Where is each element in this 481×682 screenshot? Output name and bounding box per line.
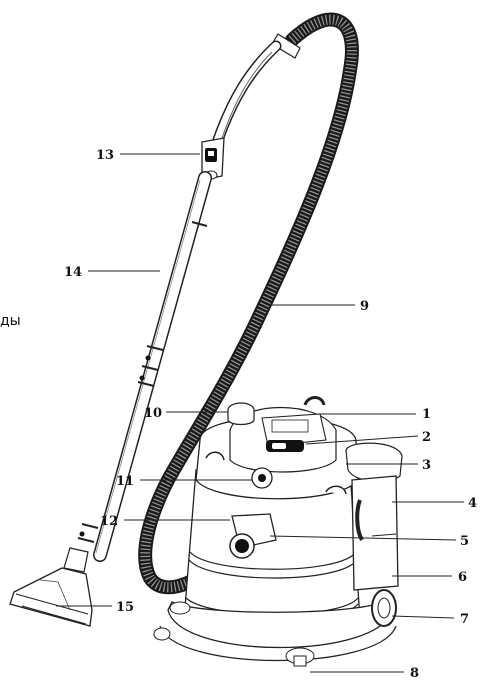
tank (153, 396, 403, 667)
label-7: 7 (460, 612, 469, 627)
label-13: 13 (96, 148, 114, 163)
curved-wand (212, 40, 282, 146)
label-4: 4 (468, 496, 477, 511)
label-15: 15 (116, 600, 134, 615)
label-5: 5 (460, 534, 469, 549)
label-10: 10 (144, 406, 162, 421)
hose (138, 12, 359, 595)
label-11: 11 (116, 474, 134, 489)
label-9: 9 (360, 299, 369, 314)
upholstery-nozzle (9, 547, 93, 627)
label-8: 8 (410, 666, 419, 681)
label-1: 1 (422, 407, 431, 422)
cut-off-text-fragment: ды (0, 313, 21, 329)
extension-tube (77, 171, 212, 562)
label-3: 3 (422, 458, 431, 473)
label-6: 6 (458, 570, 467, 585)
label-2: 2 (422, 430, 431, 445)
label-14: 14 (64, 265, 82, 280)
label-12: 12 (100, 514, 118, 529)
leader-lines (56, 153, 464, 673)
number-labels: 1 2 3 4 5 6 7 8 9 10 11 12 13 14 15 (64, 148, 477, 681)
